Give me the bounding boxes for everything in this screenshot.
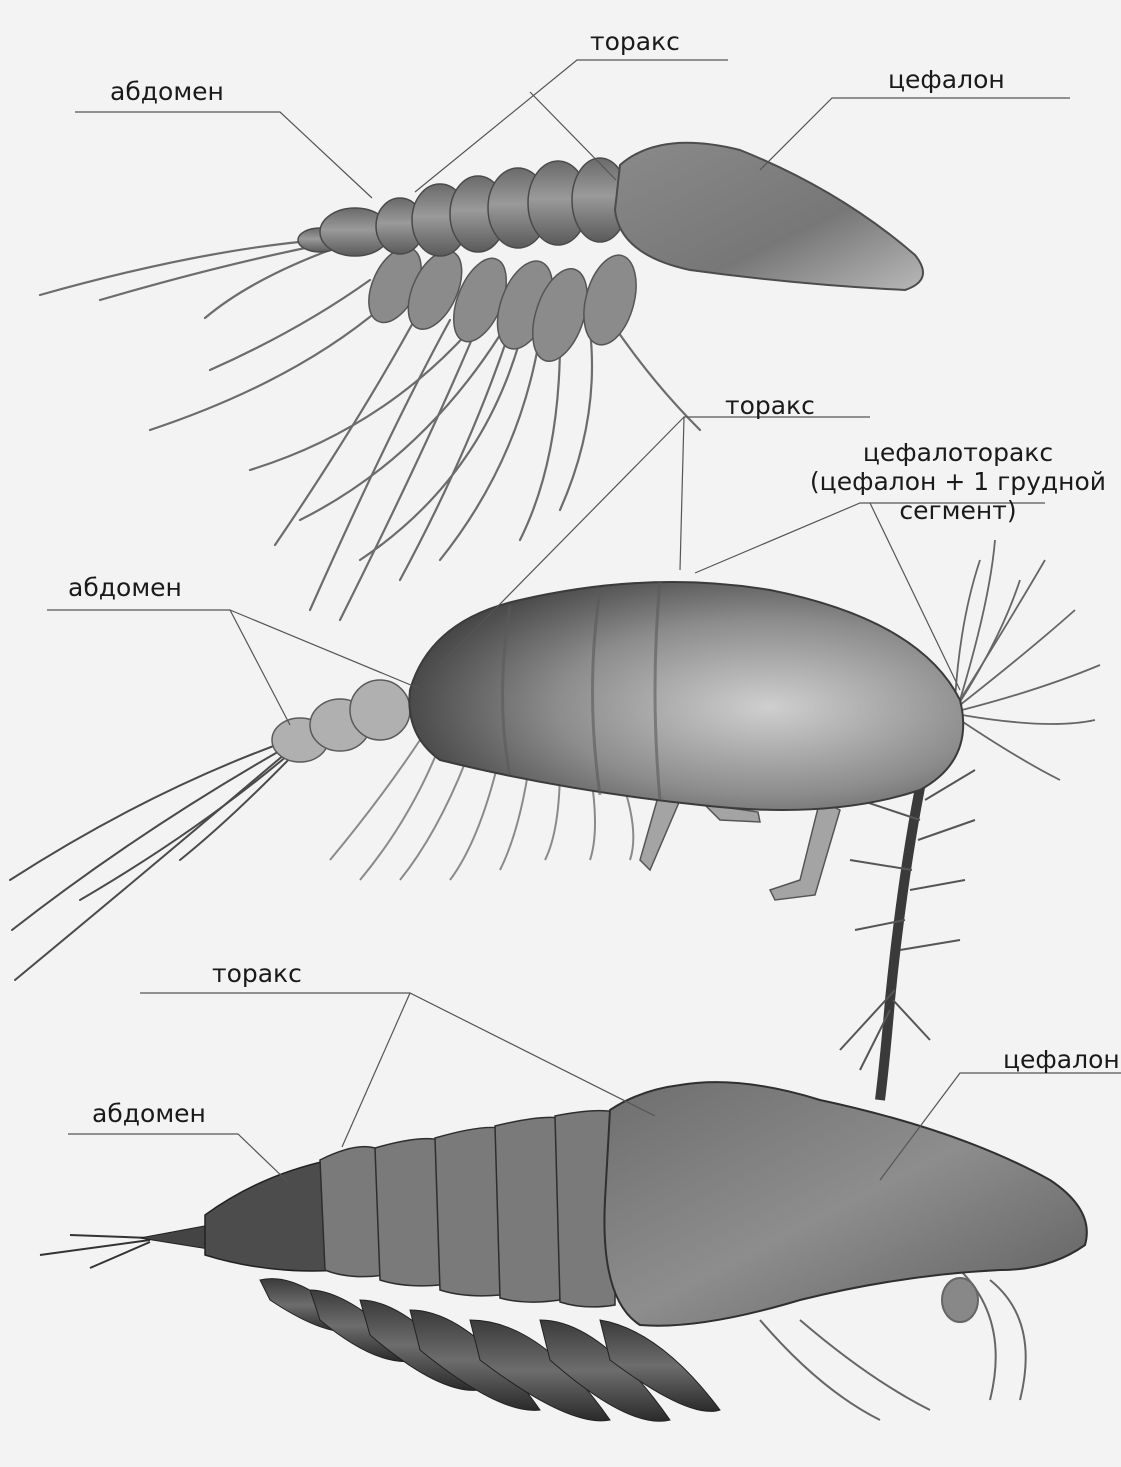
middle-tail-setae — [10, 740, 296, 980]
bottom-specimen-drawing — [40, 1082, 1087, 1421]
middle-cephalothorax-label: цефалоторакс (цефалон + 1 грудной сегмен… — [808, 438, 1108, 525]
cephalothorax-line-1: цефалоторакс — [808, 438, 1108, 467]
bottom-abdomen-shape — [205, 1160, 340, 1271]
bottom-tail-setae — [40, 1235, 150, 1268]
cephalothorax-line-2: (цефалон + 1 грудной — [808, 467, 1108, 496]
top-thorax-label: торакс — [590, 28, 680, 56]
middle-abdomen-label: абдомен — [68, 574, 182, 602]
middle-specimen-drawing — [10, 540, 1100, 1100]
bottom-thorax-label: торакс — [212, 960, 302, 988]
cephalothorax-line-3: сегмент) — [808, 496, 1108, 525]
top-specimen-drawing — [40, 143, 923, 620]
bottom-telson — [140, 1225, 215, 1250]
bottom-cephalon-label: цефалон — [1003, 1046, 1120, 1074]
bottom-cephalon-shape — [604, 1082, 1086, 1326]
top-body-segments — [298, 158, 628, 256]
top-cephalon-label: цефалон — [888, 66, 1005, 94]
top-cephalon-shape — [615, 143, 923, 290]
middle-body-shell — [409, 582, 963, 810]
top-abdomen-label: абдомен — [110, 78, 224, 106]
bottom-thorax-segments — [320, 1111, 615, 1307]
middle-abdomen-segments — [272, 680, 410, 762]
middle-head-setae — [955, 540, 1100, 780]
middle-thorax-label: торакс — [725, 392, 815, 420]
bottom-abdomen-label: абдомен — [92, 1100, 206, 1128]
top-legs — [358, 239, 645, 368]
